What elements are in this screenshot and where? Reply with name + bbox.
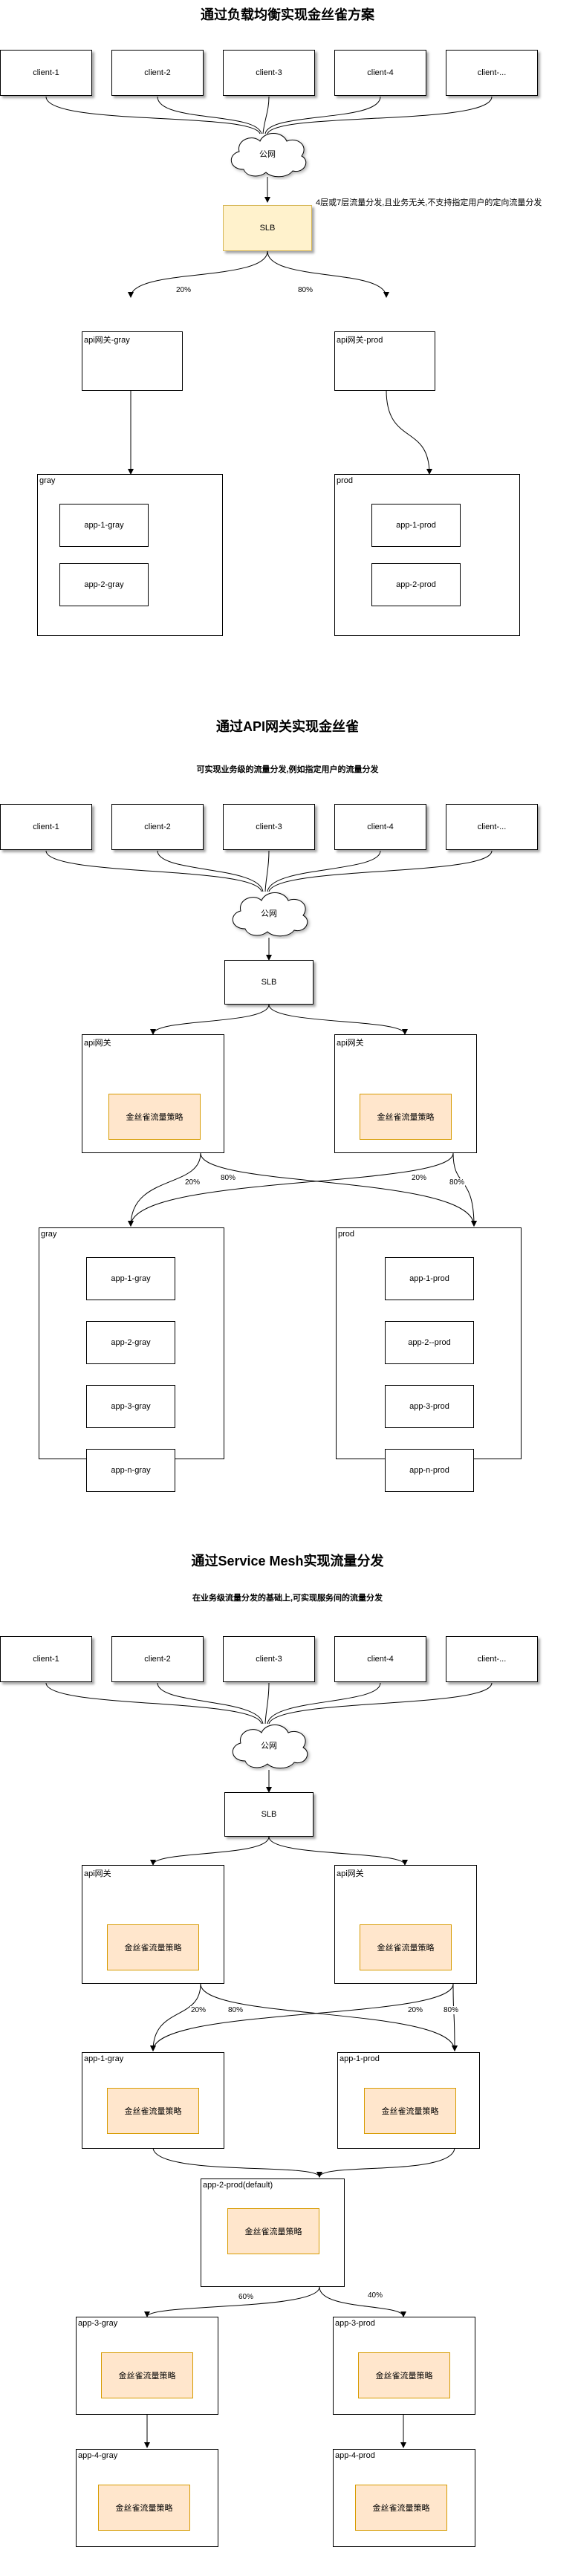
pct-label: 20% xyxy=(184,1178,201,1187)
prod-group: prod xyxy=(334,474,520,636)
slb-box: SLB xyxy=(223,205,312,251)
cloud-icon xyxy=(233,1725,308,1769)
pct-label: 80% xyxy=(297,286,314,294)
service-label: app-1-prod xyxy=(340,2054,380,2063)
canary-policy: 金丝雀流量策略 xyxy=(360,1094,452,1140)
canary-policy: 金丝雀流量策略 xyxy=(98,2485,190,2531)
app-box: app-2-gray xyxy=(86,1321,175,1364)
service-label: app-4-gray xyxy=(78,2451,118,2460)
section2-title: 通过API网关实现金丝雀 xyxy=(215,719,359,734)
client-box: client-... xyxy=(446,50,538,96)
cloud-icon xyxy=(233,892,308,937)
app-box: app-1-gray xyxy=(86,1257,175,1300)
section2-subtitle: 可实现业务级的流量分发,例如指定用户的流量分发 xyxy=(196,765,379,774)
client-box: client-2 xyxy=(111,1636,204,1682)
client-box: client-1 xyxy=(0,1636,92,1682)
client-box: client-4 xyxy=(334,804,426,850)
slb-box: SLB xyxy=(224,960,314,1005)
client-box: client-1 xyxy=(0,804,92,850)
canary-policy: 金丝雀流量策略 xyxy=(360,1924,452,1970)
gray-group: gray xyxy=(37,474,223,636)
service-label: app-3-gray xyxy=(78,2319,118,2328)
app-4-prod: app-4-prod xyxy=(333,2449,475,2547)
gateway-prod-label: api网关-prod xyxy=(337,336,383,345)
app-box: app-1-prod xyxy=(371,504,461,547)
pct-label: 40% xyxy=(367,2291,384,2300)
client-box: client-3 xyxy=(223,1636,315,1682)
app-box: app-2-gray xyxy=(59,563,149,606)
client-box: client-2 xyxy=(111,804,204,850)
app-box: app-2--prod xyxy=(385,1321,474,1364)
canary-policy: 金丝雀流量策略 xyxy=(227,2208,319,2254)
pct-label: 80% xyxy=(449,1178,466,1187)
pct-label: 80% xyxy=(443,2006,460,2014)
pct-label: 20% xyxy=(175,286,192,294)
canary-policy: 金丝雀流量策略 xyxy=(358,2352,450,2398)
prod-group-label: prod xyxy=(337,476,354,485)
canary-policy: 金丝雀流量策略 xyxy=(355,2485,447,2531)
gateway-label: api网关 xyxy=(84,1039,111,1048)
gray-group-label: gray xyxy=(41,1230,57,1239)
cloud-label: 公网 xyxy=(261,1742,277,1751)
canary-policy: 金丝雀流量策略 xyxy=(107,1924,199,1970)
app-3-prod: app-3-prod xyxy=(333,2317,475,2415)
gateway-label: api网关 xyxy=(337,1039,364,1048)
app-box: app-3-prod xyxy=(385,1385,474,1428)
cloud-label: 公网 xyxy=(259,150,276,159)
client-box: client-4 xyxy=(334,50,426,96)
client-box: client-4 xyxy=(334,1636,426,1682)
pct-label: 20% xyxy=(190,2006,207,2014)
client-box: client-... xyxy=(446,1636,538,1682)
service-label: app-1-gray xyxy=(84,2054,124,2063)
client-box: client-3 xyxy=(223,804,315,850)
pct-label: 80% xyxy=(220,1174,237,1182)
client-box: client-... xyxy=(446,804,538,850)
app-box: app-1-gray xyxy=(59,504,149,547)
gateway-label: api网关 xyxy=(337,1869,364,1878)
service-label: app-3-prod xyxy=(335,2319,375,2328)
client-box: client-3 xyxy=(223,50,315,96)
gateway-prod: api网关-prod xyxy=(334,331,435,391)
client-box: client-2 xyxy=(111,50,204,96)
section3-title: 通过Service Mesh实现流量分发 xyxy=(191,1554,384,1568)
app-box: app-1-prod xyxy=(385,1257,474,1300)
slb-box: SLB xyxy=(224,1792,314,1837)
canary-policy: 金丝雀流量策略 xyxy=(107,2088,199,2134)
section3-subtitle: 在业务级流量分发的基础上,可实现服务间的流量分发 xyxy=(192,1594,383,1603)
cloud-icon xyxy=(231,133,307,178)
app-box: app-n-gray xyxy=(86,1449,175,1492)
pct-label: 80% xyxy=(227,2006,244,2014)
canary-policy: 金丝雀流量策略 xyxy=(108,1094,201,1140)
pct-label: 60% xyxy=(238,2293,255,2301)
service-label: app-2-prod(default) xyxy=(203,2181,273,2190)
service-label: app-4-prod xyxy=(335,2451,375,2460)
slb-note: 4层或7层流量分发,且业务无关,不支持指定用户的定向流量分发 xyxy=(316,198,542,207)
gateway-gray-label: api网关-gray xyxy=(84,336,130,345)
canary-policy: 金丝雀流量策略 xyxy=(101,2352,193,2398)
gateway-gray: api网关-gray xyxy=(82,331,183,391)
gateway-label: api网关 xyxy=(84,1869,111,1878)
section1-title: 通过负载均衡实现金丝雀方案 xyxy=(201,7,374,22)
gray-group-label: gray xyxy=(39,476,56,485)
pct-label: 20% xyxy=(407,2006,424,2014)
app-box: app-3-gray xyxy=(86,1385,175,1428)
pct-label: 20% xyxy=(411,1174,428,1182)
prod-group-label: prod xyxy=(338,1230,355,1239)
app-box: app-2-prod xyxy=(371,563,461,606)
canary-policy: 金丝雀流量策略 xyxy=(364,2088,456,2134)
client-box: client-1 xyxy=(0,50,92,96)
cloud-label: 公网 xyxy=(261,909,277,918)
app-box: app-n-prod xyxy=(385,1449,474,1492)
